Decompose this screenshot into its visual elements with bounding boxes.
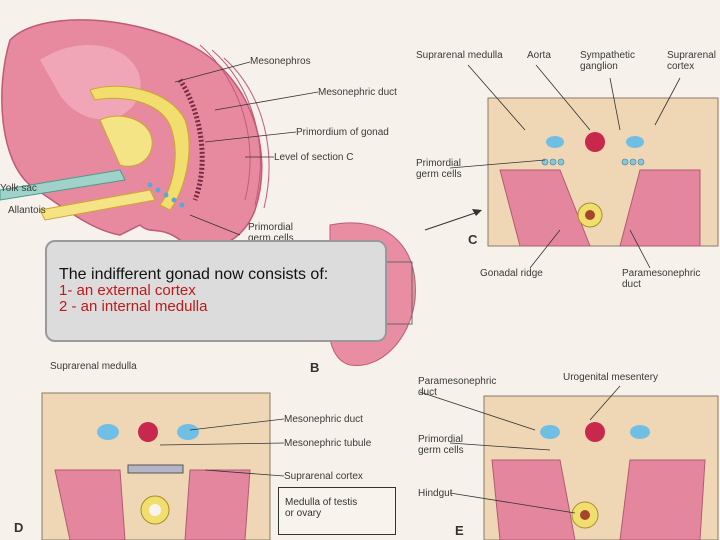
label-paramesonephric-duct-c-line2: duct — [622, 279, 641, 290]
label-primordial-germ-cells-a-line1: Primordial — [248, 222, 294, 233]
arrow-b-to-c — [424, 209, 482, 231]
panel-letter-b: B — [310, 360, 320, 375]
label-sympathetic-ganglion: Sympathetic ganglion — [580, 50, 635, 72]
label-suprarenal-medulla-top: Suprarenal medulla — [416, 50, 503, 61]
label-primordium-gonad: Primordium of gonad — [296, 127, 389, 138]
label-mesonephric-duct: Mesonephric duct — [318, 87, 397, 98]
label-mesonephros: Mesonephros — [250, 56, 311, 67]
label-allantois: Allantois — [8, 205, 46, 216]
label-mesonephric-duct-d: Mesonephric duct — [284, 414, 363, 425]
leader-lines — [159, 61, 681, 514]
label-primordial-germ-cells-e-line2: germ cells — [418, 445, 464, 456]
label-paramesonephric-duct-e-line2: duct — [418, 387, 437, 398]
label-paramesonephric-duct-c-line1: Paramesonephric — [622, 268, 701, 279]
section-d-figure — [41, 392, 271, 540]
label-aorta: Aorta — [527, 50, 551, 61]
callout-item-1: 1- an external cortex — [59, 282, 196, 299]
callout-heading: The indifferent gonad now consists of: — [59, 266, 329, 283]
label-suprarenal-cortex-top: Suprarenal cortex — [667, 50, 716, 72]
label-paramesonephric-duct-e: Paramesonephric duct — [418, 376, 496, 398]
panel-letter-e: E — [455, 523, 464, 538]
label-sympathetic-ganglion-line1: Sympathetic — [580, 50, 636, 61]
label-gonadal-ridge: Gonadal ridge — [480, 268, 543, 279]
label-primordial-germ-cells-c: Primordial germ cells — [416, 158, 462, 180]
label-primordial-germ-cells-a: Primordial germ cells — [248, 222, 294, 244]
label-primordial-germ-cells-a-line2: germ cells — [248, 233, 294, 244]
label-sympathetic-ganglion-line2: ganglion — [580, 61, 618, 72]
note-medulla-line1: Medulla of testis — [285, 497, 358, 508]
section-c-figure — [487, 97, 719, 247]
label-yolk-sac: Yolk sac — [0, 183, 37, 194]
label-paramesonephric-duct-e-line1: Paramesonephric — [418, 376, 497, 387]
label-primordial-germ-cells-c-line1: Primordial — [416, 158, 462, 169]
section-e-figure — [483, 395, 719, 540]
label-hindgut: Hindgut — [418, 488, 453, 499]
label-primordial-germ-cells-e-line1: Primordial — [418, 434, 464, 445]
panel-letter-d: D — [14, 520, 24, 535]
callout-box: The indifferent gonad now consists of: 1… — [45, 240, 387, 342]
note-medulla-testis-ovary: Medulla of testis or ovary — [278, 487, 396, 535]
label-paramesonephric-duct-c: Paramesonephric duct — [622, 268, 700, 290]
note-medulla-line2: or ovary — [285, 508, 322, 519]
label-primordial-germ-cells-c-line2: germ cells — [416, 169, 462, 180]
label-suprarenal-cortex-top-line2: cortex — [667, 61, 695, 72]
label-mesonephric-tubule: Mesonephric tubule — [284, 438, 372, 449]
panel-letter-c: C — [468, 232, 478, 247]
label-suprarenal-medulla-d: Suprarenal medulla — [50, 361, 137, 372]
label-level-section-c: Level of section C — [274, 152, 354, 163]
label-suprarenal-cortex-top-line1: Suprarenal — [667, 50, 716, 61]
embryo-figure — [0, 19, 270, 249]
label-suprarenal-cortex-d: Suprarenal cortex — [284, 471, 363, 482]
label-primordial-germ-cells-e: Primordial germ cells — [418, 434, 464, 456]
callout-item-2: 2 - an internal medulla — [59, 298, 208, 315]
label-urogenital-mesentery: Urogenital mesentery — [563, 372, 659, 383]
